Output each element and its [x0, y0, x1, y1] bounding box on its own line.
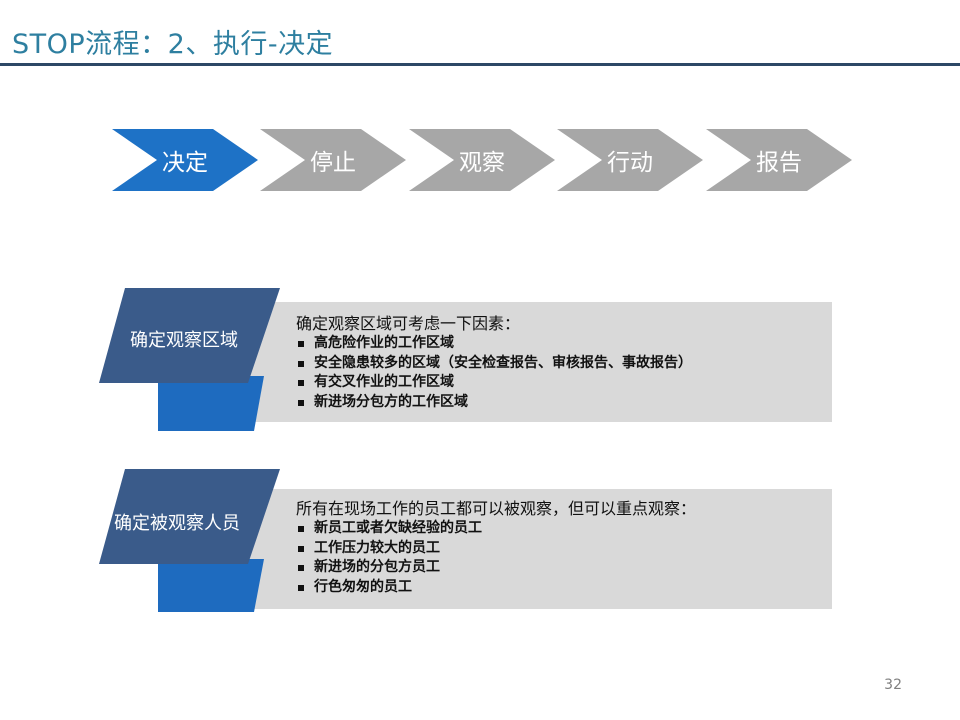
list-item-text: 有交叉作业的工作区域 — [314, 374, 454, 390]
panel-observation-area: 确定观察区域 确定观察区域可考虑一下因素： 高危险作业的工作区域 安全隐患较多的… — [0, 288, 960, 448]
factor-list: 高危险作业的工作区域 安全隐患较多的区域（安全检查报告、审核报告、事故报告） 有… — [296, 334, 692, 412]
step-decide: 决定 — [112, 129, 258, 191]
bullet-icon — [298, 545, 304, 552]
bullet-icon — [298, 341, 304, 347]
panel-observed-personnel: 确定被观察人员 所有在现场工作的员工都可以被观察，但可以重点观察： 新员工或者欠… — [0, 469, 960, 629]
list-item-text: 新进场分包方的工作区域 — [314, 393, 468, 410]
list-item-text: 安全隐患较多的区域（安全检查报告、审核报告、事故报告） — [314, 354, 692, 371]
bullet-icon — [298, 399, 304, 406]
panel-content-box — [210, 302, 832, 422]
step-label: 停止 — [310, 150, 356, 176]
personnel-list: 新员工或者欠缺经验的员工 工作压力较大的员工 新进场的分包方员工 行色匆匆的员工 — [296, 519, 696, 597]
label-ribbon-shape — [99, 288, 280, 431]
step-label: 报告 — [756, 150, 802, 176]
list-item: 有交叉作业的工作区域 — [296, 373, 692, 393]
panel-label: 确定观察区域 — [130, 330, 238, 351]
panel-intro: 确定观察区域可考虑一下因素： — [296, 314, 521, 333]
list-item: 高危险作业的工作区域 — [296, 334, 692, 354]
list-item: 工作压力较大的员工 — [296, 539, 696, 559]
list-item: 行色匆匆的员工 — [296, 578, 696, 598]
title-divider — [0, 63, 960, 66]
list-item-text: 高危险作业的工作区域 — [314, 335, 454, 351]
step-label: 行动 — [607, 150, 653, 176]
bullet-icon — [298, 380, 304, 386]
list-item-text: 新员工或者欠缺经验的员工 — [314, 520, 482, 536]
step-act: 行动 — [557, 129, 703, 191]
step-stop: 停止 — [260, 129, 406, 191]
bullet-icon — [298, 360, 304, 367]
label-ribbon-shape — [99, 469, 280, 612]
list-item: 安全隐患较多的区域（安全检查报告、审核报告、事故报告） — [296, 354, 692, 374]
list-item-text: 行色匆匆的员工 — [314, 578, 412, 595]
step-label: 观察 — [459, 150, 505, 176]
step-report: 报告 — [706, 129, 852, 191]
list-item-text: 工作压力较大的员工 — [314, 539, 440, 556]
panel-content-box — [210, 489, 832, 609]
bullet-icon — [298, 565, 304, 571]
bullet-icon — [298, 584, 304, 591]
panel-intro: 所有在现场工作的员工都可以被观察，但可以重点观察： — [296, 499, 697, 518]
panel-text: 确定观察区域可考虑一下因素： 高危险作业的工作区域 安全隐患较多的区域（安全检查… — [296, 314, 692, 412]
list-item: 新员工或者欠缺经验的员工 — [296, 519, 696, 539]
step-observe: 观察 — [409, 129, 555, 191]
list-item-text: 新进场的分包方员工 — [314, 559, 440, 575]
bullet-icon — [298, 526, 304, 532]
panel-text: 所有在现场工作的员工都可以被观察，但可以重点观察： 新员工或者欠缺经验的员工 工… — [296, 499, 696, 597]
panel-label: 确定被观察人员 — [114, 513, 240, 534]
step-label: 决定 — [162, 150, 208, 176]
list-item: 新进场分包方的工作区域 — [296, 393, 692, 413]
page-number: 32 — [884, 677, 902, 693]
list-item: 新进场的分包方员工 — [296, 558, 696, 578]
page-title: STOP流程：2、执行-决定 — [12, 29, 334, 60]
